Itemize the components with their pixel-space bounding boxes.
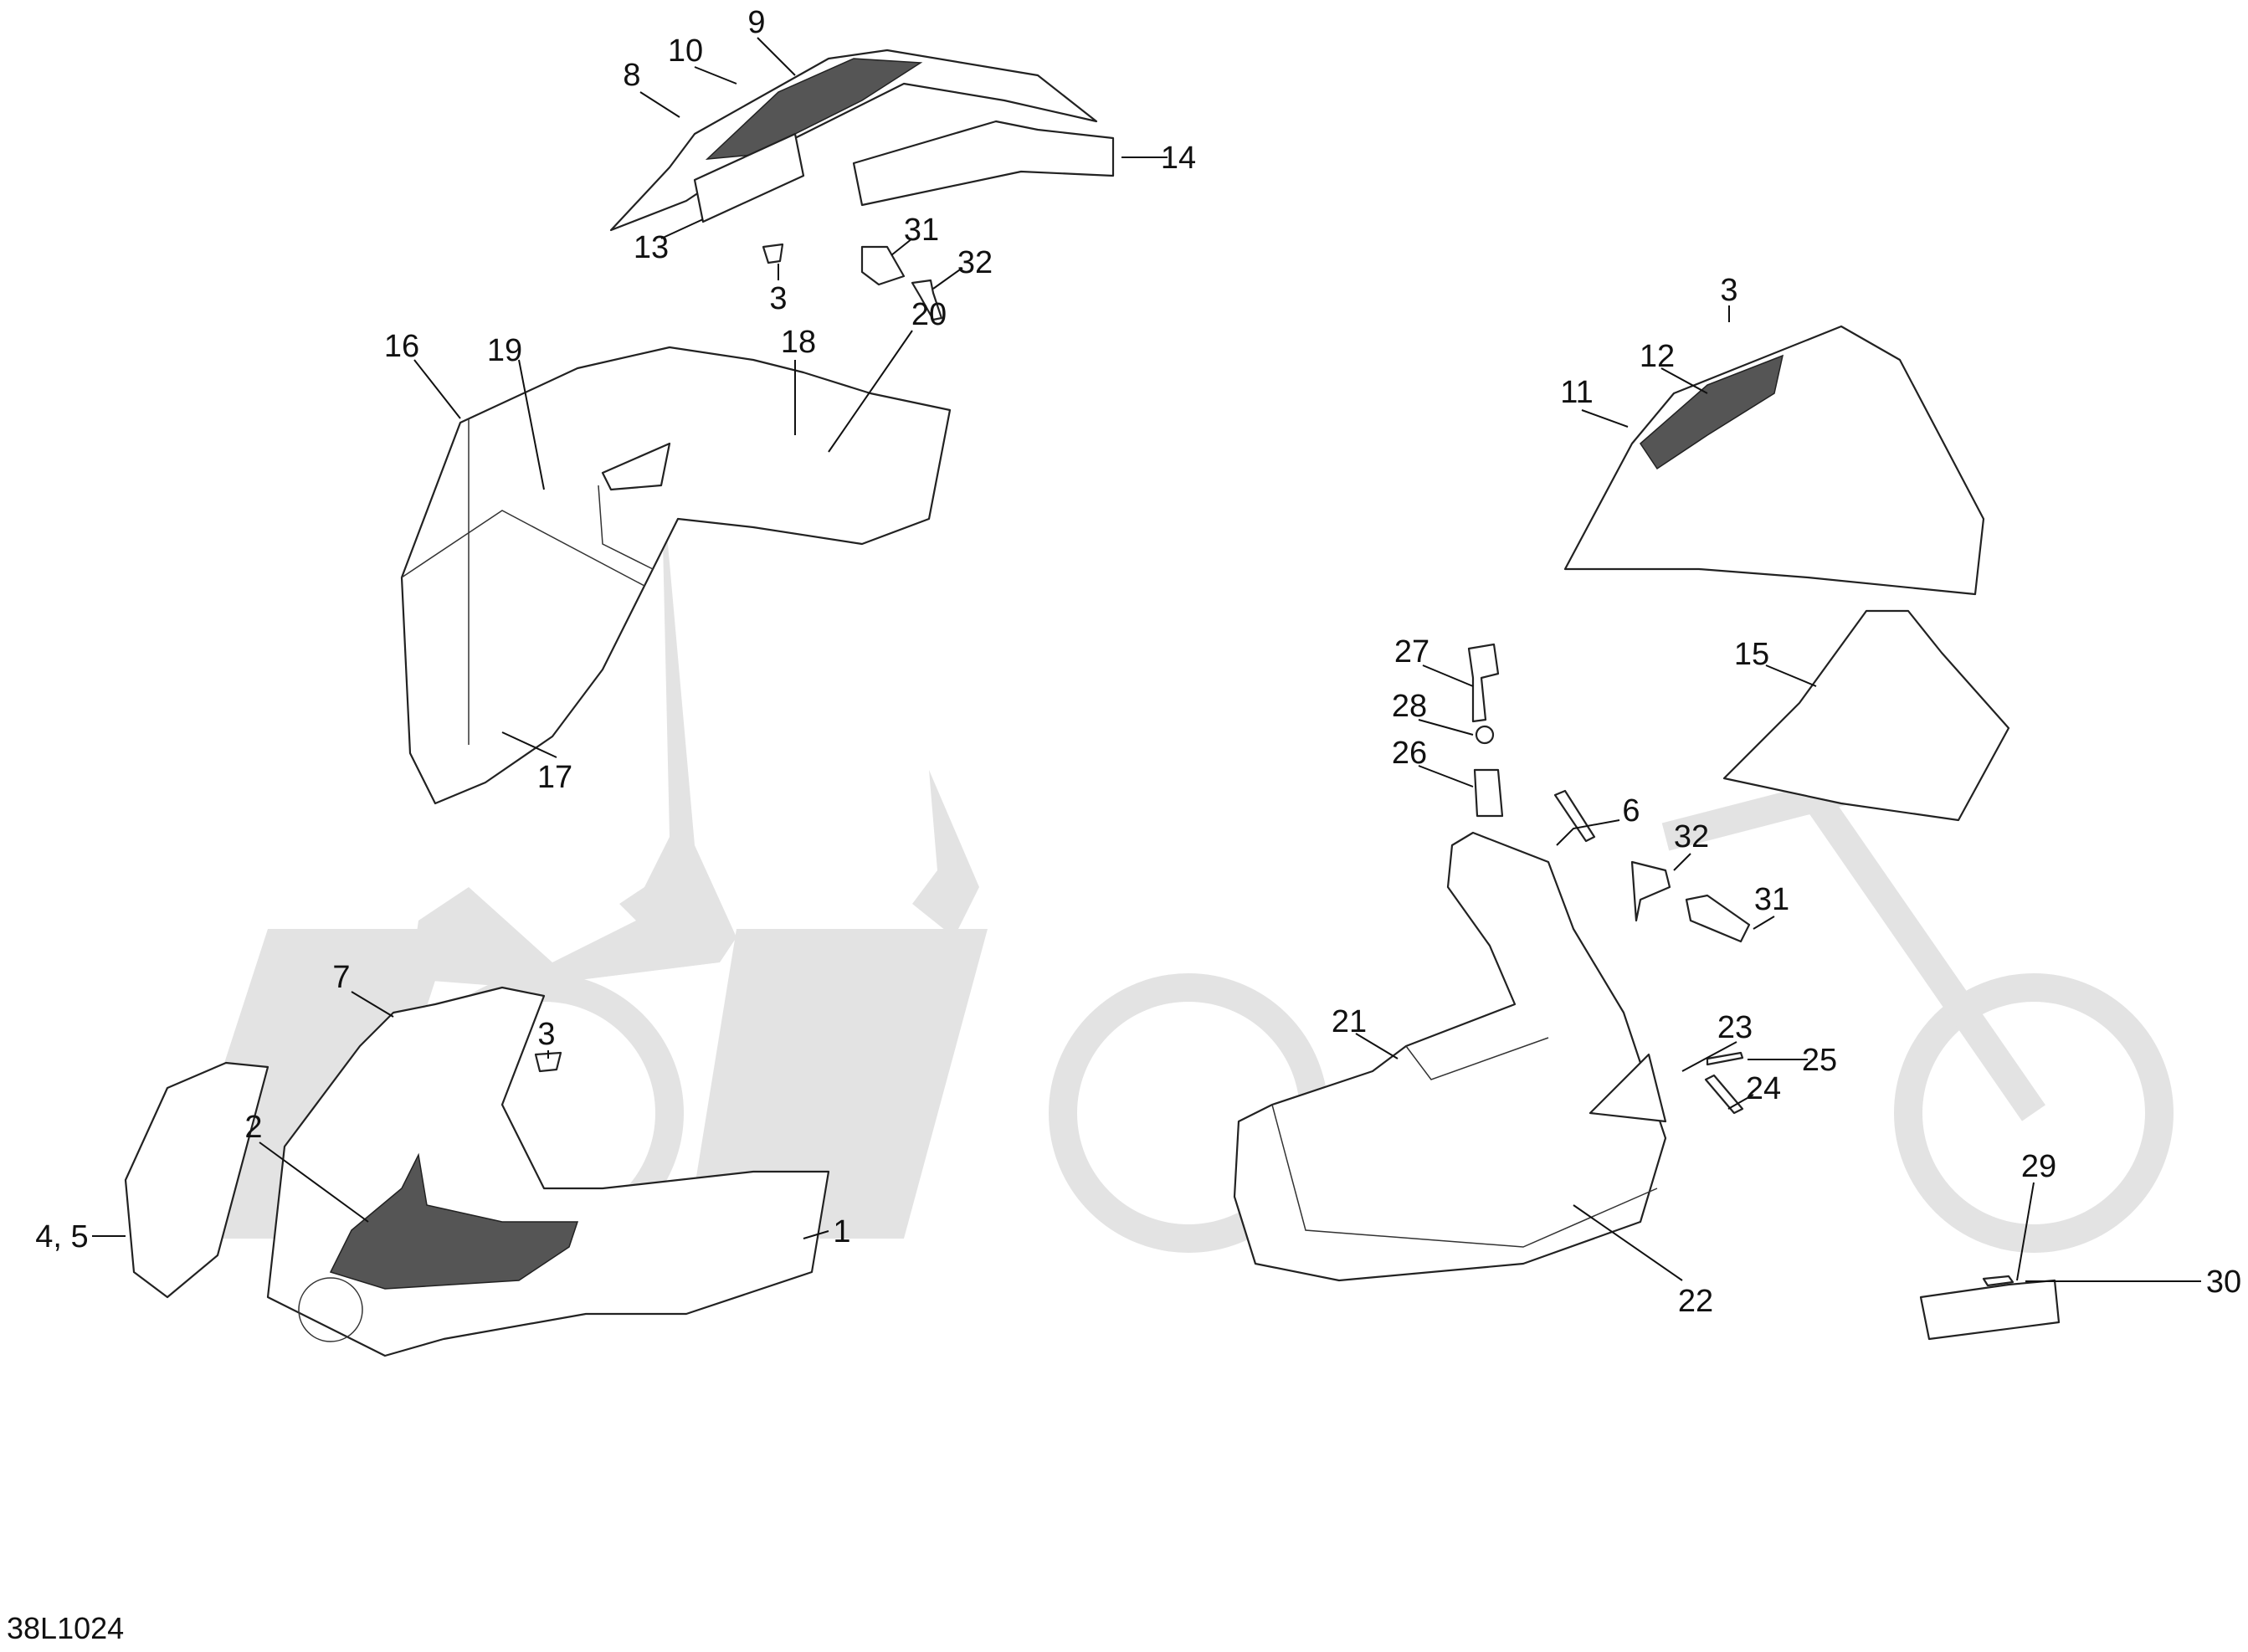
bracket-24: [1704, 1074, 1744, 1115]
callout-label: 7: [332, 960, 350, 995]
callout-label: 29: [2021, 1149, 2056, 1184]
callout-label: 30: [2206, 1265, 2241, 1300]
callout-label: 12: [1640, 339, 1675, 374]
lock-31-right: [1685, 894, 1751, 943]
clip-3-top: [762, 243, 784, 264]
front-hood-1: [266, 986, 830, 1357]
screw-32-right: [1630, 860, 1671, 922]
diagram-code: 38L1024: [7, 1611, 124, 1645]
callout-label: 3: [1720, 273, 1737, 308]
callout-label: 31: [904, 213, 939, 248]
callout-label: 18: [781, 325, 816, 360]
callout-label: 25: [1802, 1043, 1837, 1078]
callout-label: 20: [911, 297, 947, 332]
clip-3-lower: [534, 1051, 562, 1073]
reflector-29: [1919, 1279, 2061, 1341]
callout-label: 31: [1754, 882, 1789, 917]
washer-28: [1475, 725, 1495, 745]
callout-label: 28: [1392, 689, 1427, 724]
callout-label: 14: [1161, 141, 1196, 176]
lower-right-panel-21: [1233, 831, 1667, 1282]
callout-label: 32: [957, 245, 993, 280]
callout-label: 26: [1392, 736, 1427, 771]
callout-label: 23: [1717, 1010, 1753, 1045]
callout-label: 3: [769, 281, 787, 316]
lock-body-26: [1473, 768, 1504, 818]
callout-label: 10: [668, 33, 703, 69]
panel-13: [693, 132, 805, 223]
watermark-logo: [167, 469, 2174, 1253]
callout-label: 16: [384, 329, 419, 364]
lock-31-top: [860, 245, 906, 286]
side-panel-15: [1722, 609, 2010, 822]
callout-label: 8: [623, 58, 640, 93]
callout-label: 9: [747, 5, 765, 40]
callout-label: 11: [1560, 375, 1593, 410]
screw-32-top: [911, 279, 943, 321]
screw-30: [1982, 1275, 2014, 1287]
panel-14: [852, 120, 1115, 207]
callout-label: 21: [1332, 1004, 1367, 1039]
callout-label: 27: [1394, 634, 1429, 670]
right-side-panel-11: [1563, 325, 1985, 596]
callout-label: 2: [244, 1110, 262, 1145]
callout-label: 13: [634, 230, 669, 265]
callout-label: 3: [537, 1017, 555, 1052]
callout-label: 4, 5: [35, 1219, 88, 1254]
callout-label: 22: [1678, 1284, 1713, 1319]
bracket-6: [1553, 789, 1596, 843]
decal-4-5: [124, 1061, 269, 1299]
callout-label: 15: [1734, 637, 1769, 672]
callout-label: 32: [1674, 819, 1709, 854]
rivet-25: [1706, 1051, 1744, 1066]
callout-label: 1: [833, 1214, 850, 1249]
key-27: [1467, 643, 1500, 723]
callout-label: 24: [1746, 1071, 1781, 1106]
callout-label: 17: [537, 760, 572, 795]
callout-label: 6: [1622, 793, 1640, 829]
callout-label: 19: [487, 333, 522, 368]
leader-lines: [92, 37, 2201, 1282]
